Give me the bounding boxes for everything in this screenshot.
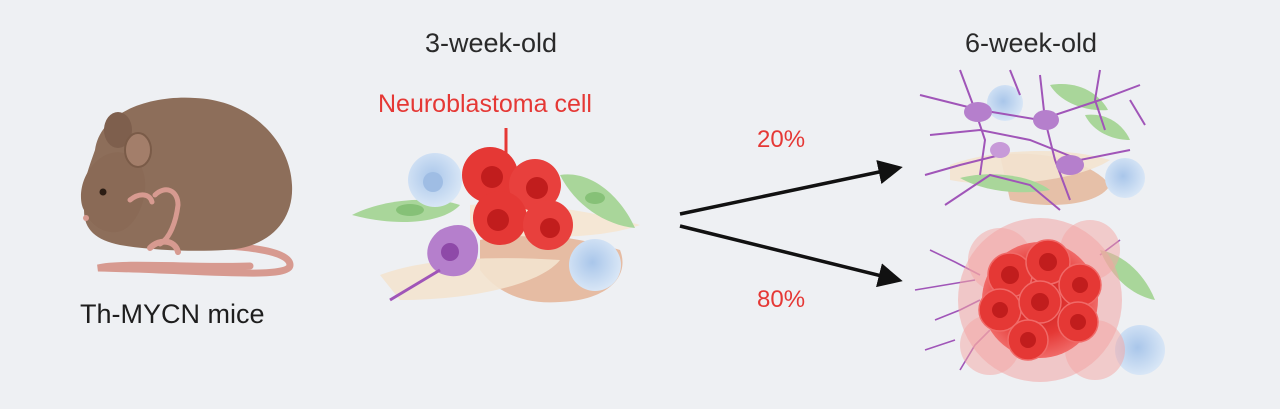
arrow-lower [679,224,903,288]
fibroblast-cell [960,174,1050,193]
tumor-nucleus [1031,293,1049,311]
tumor-nucleus [487,209,509,231]
tumor-mass [978,239,1102,361]
neuron-cell [1033,110,1059,130]
fibroblast-cell [1050,84,1108,111]
immune-cell [569,239,621,291]
tumor-nucleus [1072,277,1088,293]
mouse-tail [97,241,294,277]
tumor-nucleus [540,218,560,238]
mouse-ear-back [104,112,132,148]
mouse-paw-front [152,187,181,247]
neuron-cell [964,102,992,122]
outcome-arrows [679,160,903,288]
arrow-upper [679,160,903,216]
percentage-lower: 80% [757,286,806,313]
neuron-process [389,268,441,302]
mouse-eye [99,188,107,196]
mouse-label: Th-MYCN mice [80,299,265,329]
mouse-nose [83,215,89,221]
stage-title-3-week: 3-week-old [425,28,558,58]
tumor-nucleus [526,177,548,199]
immune-cell [1115,325,1165,375]
immune-nucleus [423,172,443,192]
fibroblast-nucleus [396,204,424,216]
mouse-paw-hind [147,238,181,255]
neuron-cell [1056,155,1084,175]
fibroblast-cell [1085,114,1130,140]
neuroblastoma-callout: Neuroblastoma cell [378,90,592,118]
tumor-nucleus [1001,266,1019,284]
tumor-nucleus [1070,314,1086,330]
mouse-ear [124,132,152,168]
immune-cell [1105,158,1145,198]
tumor-nucleus [481,166,503,188]
tissue-6-week-tumor [914,218,1165,382]
neuron-network [919,69,1146,211]
tumor-nucleus [992,302,1008,318]
neuron-cell [990,142,1010,158]
fibroblast-nucleus [585,192,605,204]
tissue-6-week-normal [919,69,1146,211]
percentage-upper: 20% [757,126,806,153]
stage-title-6-week: 6-week-old [965,28,1098,58]
tumor-nucleus [1039,253,1057,271]
mouse-illustration [80,97,294,277]
tumor-nucleus [1020,332,1036,348]
mouse-head [80,152,146,233]
neuron-nucleus [441,243,459,261]
mouse-paw-hand [127,192,155,205]
tissue-3-week [352,128,640,303]
stroma-beige-cell [380,258,560,300]
neuroblastoma-cluster [462,147,573,250]
